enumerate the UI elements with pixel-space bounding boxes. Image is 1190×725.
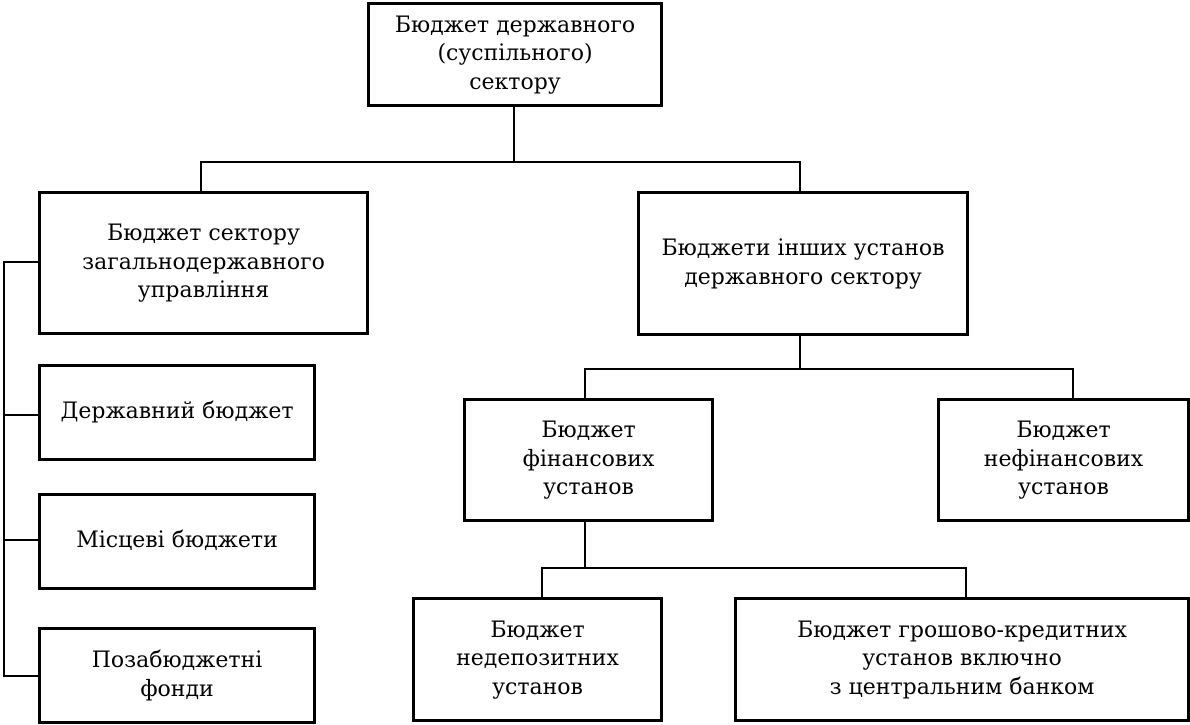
nonfinancial-institutions-budget-box: Бюджет нефінансових установ: [937, 398, 1190, 522]
nondeposit-institutions-budget-box: Бюджет недепозитних установ: [412, 597, 663, 722]
root-box-public-sector-budget: Бюджет державного (суспільного) сектору: [367, 2, 663, 107]
nondeposit-institutions-label: Бюджет недепозитних установ: [456, 617, 619, 700]
local-budgets-label: Місцеві бюджети: [76, 528, 278, 554]
general-government-label: Бюджет сектору загальнодержавного управл…: [82, 221, 325, 304]
financial-institutions-label: Бюджет фінансових установ: [522, 418, 655, 501]
other-institutions-label: Бюджети інших установ державного сектору: [661, 235, 945, 290]
general-government-budget-box: Бюджет сектору загальнодержавного управл…: [38, 191, 369, 335]
root-box-label: Бюджет державного (суспільного) сектору: [394, 12, 636, 95]
local-budgets-box: Місцеві бюджети: [38, 493, 316, 590]
state-budget-label: Державний бюджет: [60, 399, 294, 425]
monetary-institutions-budget-box: Бюджет грошово-кредитних установ включно…: [734, 597, 1190, 722]
monetary-institutions-label: Бюджет грошово-кредитних установ включно…: [797, 617, 1127, 700]
extra-budgetary-funds-label: Позабюджетні фонди: [91, 647, 263, 702]
other-institutions-budget-box: Бюджети інших установ державного сектору: [637, 191, 969, 336]
extra-budgetary-funds-box: Позабюджетні фонди: [38, 627, 316, 724]
financial-institutions-budget-box: Бюджет фінансових установ: [463, 398, 714, 522]
state-budget-box: Державний бюджет: [38, 364, 316, 461]
nonfinancial-institutions-label: Бюджет нефінансових установ: [983, 418, 1144, 501]
